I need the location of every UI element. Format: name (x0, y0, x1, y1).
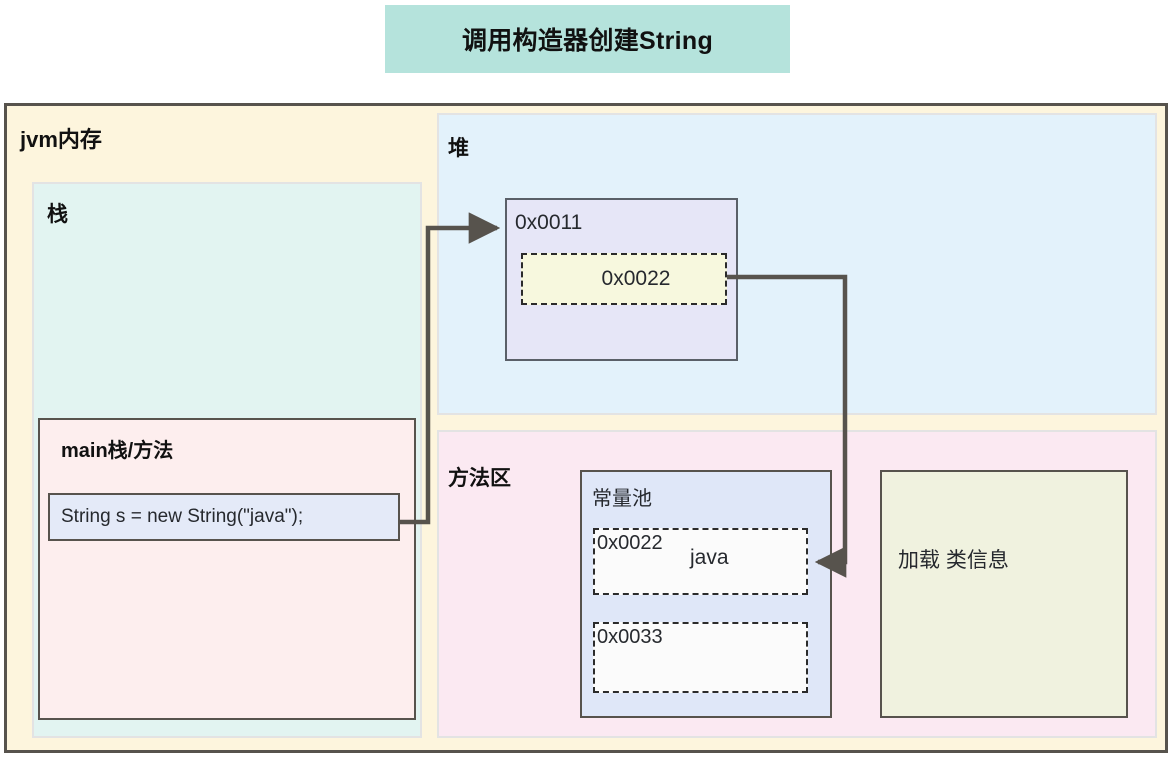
constant-pool-label: 常量池 (592, 488, 652, 510)
page-title: 调用构造器创建String (461, 27, 714, 55)
stack-label: 栈 (47, 203, 68, 226)
title-banner: 调用构造器创建String (385, 5, 790, 73)
code-statement-box: String s = new String("java"); (48, 493, 400, 541)
class-info-box (880, 470, 1128, 718)
heap-object-address: 0x0011 (515, 211, 583, 234)
constant-pool-entry-value: java (690, 546, 729, 569)
main-stack-frame (38, 418, 416, 720)
class-info-text: 加载 类信息 (898, 549, 1009, 572)
constant-pool-entry (593, 622, 808, 693)
constant-pool-entry-address: 0x0022 (597, 532, 663, 554)
main-stack-frame-label: main栈/方法 (61, 440, 174, 462)
method-area-label: 方法区 (448, 467, 511, 490)
code-statement-text: String s = new String("java"); (61, 506, 304, 527)
constant-pool-entry-address: 0x0033 (597, 626, 663, 648)
heap-object-reference-box: 0x0022 (521, 253, 727, 305)
heap-object-reference-value: 0x0022 (601, 267, 671, 290)
heap-label: 堆 (448, 137, 469, 160)
jvm-memory-label: jvm内存 (20, 127, 102, 152)
